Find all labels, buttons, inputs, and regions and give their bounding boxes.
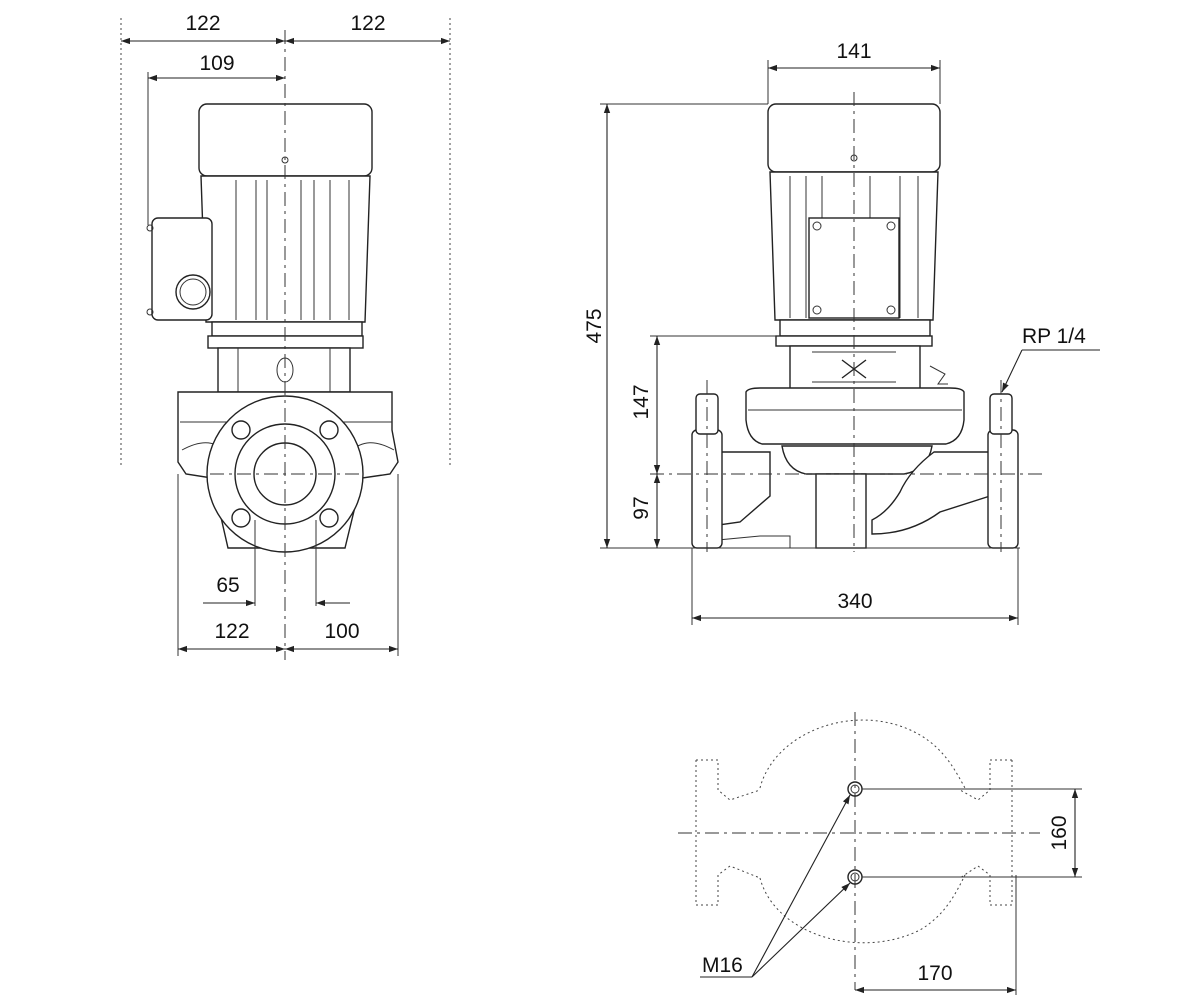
base-outlet-flange (959, 759, 1013, 906)
motor-cooling-fins-side (789, 176, 919, 318)
motor-flange-side (779, 319, 931, 337)
outlet-flange-side (987, 429, 1019, 549)
pump-volute (781, 445, 933, 475)
dim-pump-height: 147 (630, 384, 653, 419)
motor-cooling-fins (235, 180, 350, 320)
dim-port-to-port: 340 (837, 590, 872, 613)
motor-flange (211, 321, 363, 337)
dim-bottom-right: 100 (324, 620, 359, 643)
bolt-leader-bottom (751, 882, 851, 978)
base-outline-bottom (759, 874, 966, 944)
dim-motor-width: 141 (836, 40, 871, 63)
base-outline-top (759, 719, 966, 789)
dim-top-right: 122 (350, 12, 385, 35)
label-vent: RP 1/4 (1022, 325, 1086, 348)
side-view: 141 475 147 97 340 RP 1/4 (583, 40, 1100, 625)
pump-foot (815, 473, 867, 549)
pump-cover (745, 387, 965, 445)
dim-flange-bore: 65 (216, 574, 239, 597)
dim-total-height: 475 (583, 308, 606, 343)
dim-hole-offset: 170 (917, 962, 952, 985)
dim-hole-spacing: 160 (1048, 815, 1071, 850)
base-view: 160 170 M16 (678, 712, 1082, 995)
dim-bottom-left: 122 (214, 620, 249, 643)
label-bolt: M16 (702, 954, 743, 977)
vent-leader-arrow (1001, 349, 1023, 393)
dim-axis-height: 97 (630, 496, 653, 519)
dim-terminal-box: 109 (199, 52, 234, 75)
base-inlet-flange (695, 759, 761, 906)
outlet-pipe (871, 451, 991, 535)
cable-gland (175, 274, 211, 310)
vent-screw-icon (929, 365, 948, 385)
front-view: 122 122 109 65 122 100 (120, 12, 451, 660)
bolt-leader-top (751, 794, 851, 978)
dim-top-left: 122 (185, 12, 220, 35)
flange-bolt-holes (231, 420, 339, 528)
terminal-box (151, 217, 213, 321)
